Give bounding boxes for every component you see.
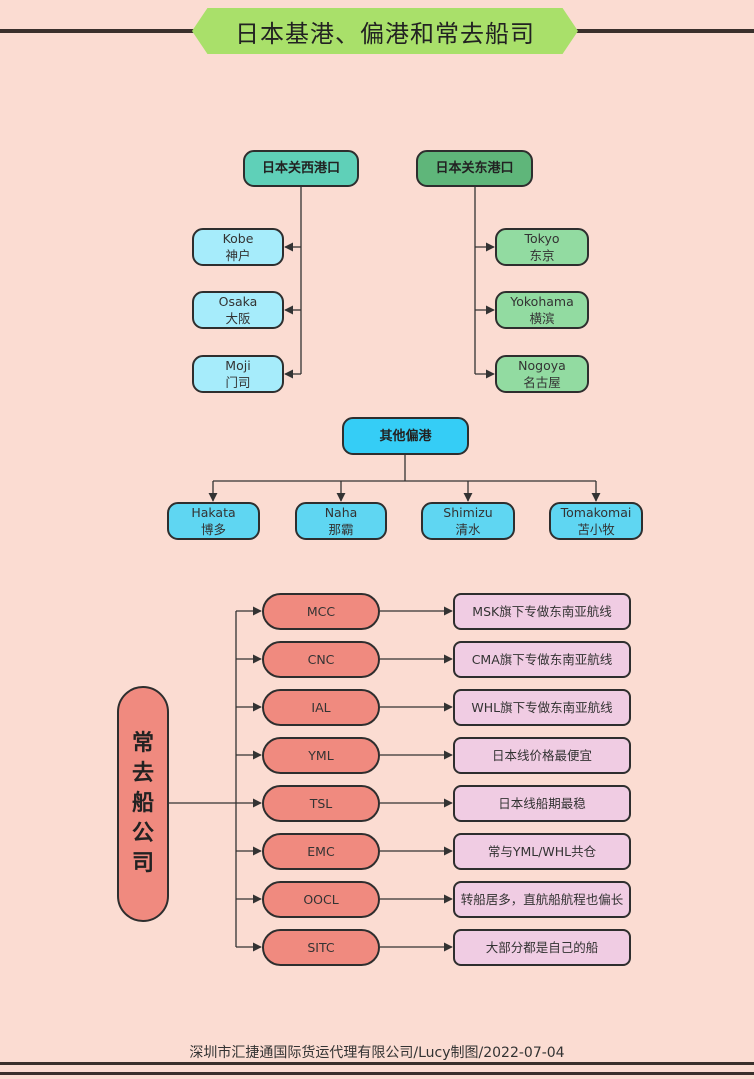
label-char: 去 bbox=[131, 761, 154, 786]
carrier-desc-mcc: MSK旗下专做东南亚航线 bbox=[453, 593, 631, 630]
port-name-en: Tokyo bbox=[524, 231, 560, 246]
page-title: 日本基港、偏港和常去船司 bbox=[192, 8, 578, 54]
kanto-port-yokohama: Yokohama 横滨 bbox=[495, 291, 589, 329]
port-name-zh: 东京 bbox=[529, 248, 555, 263]
carrier-desc-cnc: CMA旗下专做东南亚航线 bbox=[453, 641, 631, 678]
port-name-zh: 门司 bbox=[225, 375, 251, 390]
port-name-zh: 横滨 bbox=[529, 311, 555, 326]
label-char: 常 bbox=[131, 731, 154, 756]
carrier-ial: IAL bbox=[262, 689, 380, 726]
label-char: 公 bbox=[131, 821, 154, 846]
title-rule-left bbox=[0, 29, 200, 33]
title-rule-right bbox=[572, 29, 754, 33]
port-name-en: Hakata bbox=[191, 505, 236, 520]
footer-rule-top bbox=[0, 1062, 754, 1065]
kansai-port-moji: Moji 门司 bbox=[192, 355, 284, 393]
port-name-en: Shimizu bbox=[443, 505, 493, 520]
other-port-shimizu: Shimizu 清水 bbox=[421, 502, 515, 540]
footer-rule-bottom bbox=[0, 1072, 754, 1075]
other-port-tomakomai: Tomakomai 苫小牧 bbox=[549, 502, 643, 540]
port-name-en: Kobe bbox=[222, 231, 254, 246]
kansai-port-osaka: Osaka 大阪 bbox=[192, 291, 284, 329]
kanto-port-nogoya: Nogoya 名古屋 bbox=[495, 355, 589, 393]
kansai-ports-header: 日本关西港口 bbox=[243, 150, 359, 187]
carrier-desc-tsl: 日本线船期最稳 bbox=[453, 785, 631, 822]
label-char: 司 bbox=[131, 851, 154, 876]
port-name-en: Nogoya bbox=[518, 358, 566, 373]
carrier-desc-ial: WHL旗下专做东南亚航线 bbox=[453, 689, 631, 726]
port-name-zh: 大阪 bbox=[225, 311, 251, 326]
port-name-en: Osaka bbox=[218, 294, 258, 309]
port-name-en: Naha bbox=[324, 505, 358, 520]
carrier-cnc: CNC bbox=[262, 641, 380, 678]
carrier-yml: YML bbox=[262, 737, 380, 774]
carrier-desc-sitc: 大部分都是自己的船 bbox=[453, 929, 631, 966]
port-name-zh: 神户 bbox=[225, 248, 251, 263]
port-name-zh: 清水 bbox=[455, 522, 481, 537]
carriers-group-label: 常 去 船 公 司 bbox=[117, 686, 169, 922]
port-name-zh: 那霸 bbox=[328, 522, 354, 537]
carrier-emc: EMC bbox=[262, 833, 380, 870]
carrier-tsl: TSL bbox=[262, 785, 380, 822]
port-name-en: Yokohama bbox=[510, 294, 574, 309]
carrier-desc-yml: 日本线价格最便宜 bbox=[453, 737, 631, 774]
carrier-oocl: OOCL bbox=[262, 881, 380, 918]
other-ports-header: 其他偏港 bbox=[342, 417, 469, 455]
port-name-zh: 名古屋 bbox=[523, 375, 561, 390]
port-name-en: Tomakomai bbox=[560, 505, 632, 520]
port-name-zh: 博多 bbox=[200, 522, 226, 537]
carrier-desc-oocl: 转船居多，直航船航程也偏长 bbox=[453, 881, 631, 918]
label-char: 船 bbox=[131, 791, 154, 816]
other-port-hakata: Hakata 博多 bbox=[167, 502, 260, 540]
carrier-desc-emc: 常与YML/WHL共仓 bbox=[453, 833, 631, 870]
kansai-port-kobe: Kobe 神户 bbox=[192, 228, 284, 266]
kanto-port-tokyo: Tokyo 东京 bbox=[495, 228, 589, 266]
carrier-mcc: MCC bbox=[262, 593, 380, 630]
kanto-ports-header: 日本关东港口 bbox=[416, 150, 533, 187]
port-name-zh: 苫小牧 bbox=[577, 522, 615, 537]
carrier-sitc: SITC bbox=[262, 929, 380, 966]
port-name-en: Moji bbox=[225, 358, 251, 373]
footer-credit: 深圳市汇捷通国际货运代理有限公司/Lucy制图/2022-07-04 bbox=[189, 1045, 565, 1061]
other-port-naha: Naha 那霸 bbox=[295, 502, 387, 540]
